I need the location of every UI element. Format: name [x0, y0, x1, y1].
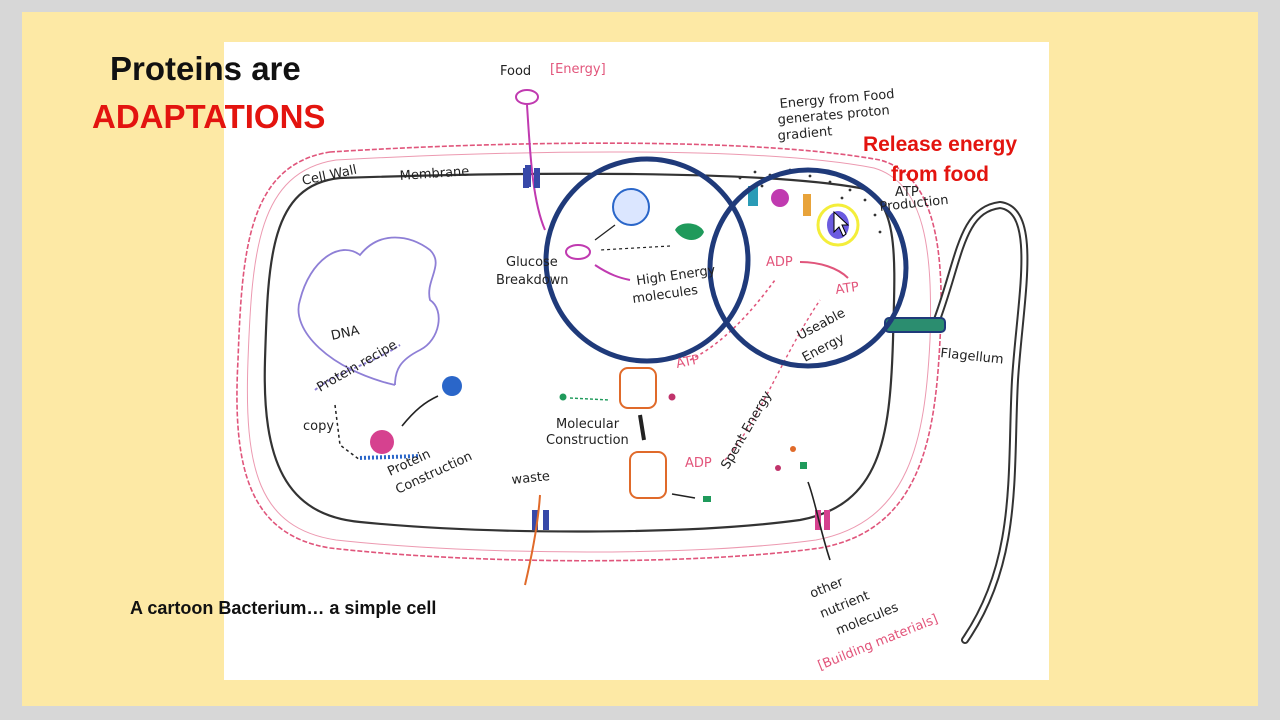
label-atp-production-2: Production — [879, 193, 949, 215]
label-adp-top: ADP — [766, 255, 793, 270]
highlight-circle — [816, 203, 860, 247]
enzyme-icon — [675, 223, 704, 240]
label-breakdown: Breakdown — [496, 273, 569, 288]
label-waste: waste — [511, 469, 551, 488]
release-energy-line1: Release energy — [862, 133, 1018, 156]
channel-protein-icon — [525, 165, 531, 187]
slide-title-line1: Proteins are — [110, 50, 301, 87]
label-copy: copy — [303, 419, 334, 434]
mouse-cursor-icon — [833, 210, 850, 237]
label-molecular-construction: Construction — [546, 433, 629, 448]
label-atp-mid: ATP — [675, 352, 701, 372]
label-flagellum: Flagellum — [940, 346, 1005, 368]
label-energy: [Energy] — [550, 62, 606, 77]
slide-caption: A cartoon Bacterium… a simple cell — [130, 598, 437, 618]
label-food: Food — [500, 64, 531, 79]
focus-circle-left — [543, 156, 751, 364]
label-protein-recipe: Protein recipe — [315, 338, 400, 396]
label-spent-energy: Spent Energy — [718, 388, 775, 472]
release-energy-line2: from food — [891, 163, 989, 186]
label-molecular: Molecular — [556, 417, 620, 432]
label-energy-food-3: gradient — [777, 124, 833, 144]
label-dna: DNA — [330, 323, 361, 344]
flagellum-shape — [931, 200, 1029, 644]
cell-membrane — [263, 172, 896, 533]
protein-blob-icon — [612, 188, 650, 226]
slide-title-line2: ADAPTATIONS — [92, 98, 326, 135]
label-adp-bottom: ADP — [685, 456, 712, 471]
label-atp-production-1: ATP — [895, 185, 919, 200]
release-energy-callout: Release energy from food — [860, 130, 1020, 190]
motor-protein-icon — [884, 317, 946, 333]
label-glucose: Glucose — [506, 255, 558, 270]
food-molecule-icon — [515, 89, 539, 105]
label-cell-wall: Cell Wall — [301, 163, 359, 189]
focus-circle-right — [707, 167, 909, 369]
label-atp-top: ATP — [834, 280, 860, 298]
cell-wall — [236, 142, 942, 562]
robot-enzyme-icon — [619, 367, 657, 409]
ribosome-icon — [370, 430, 394, 454]
dna-loop — [297, 236, 440, 386]
robot-enzyme-icon — [629, 451, 667, 499]
new-protein-icon — [442, 376, 462, 396]
label-membrane: Membrane — [399, 164, 470, 184]
